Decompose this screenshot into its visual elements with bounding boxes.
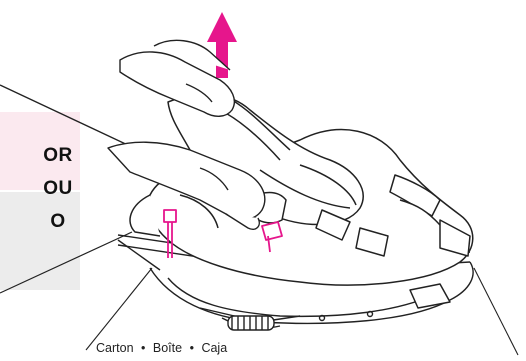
caption-caja: Caja: [201, 341, 227, 355]
carton-edge-left: [86, 268, 152, 350]
or-label-es: O: [36, 211, 80, 233]
or-label-fr: OU: [36, 178, 80, 200]
up-arrow-icon: [207, 12, 237, 78]
or-label-en: OR: [36, 145, 80, 167]
caption-boite: Boîte: [153, 341, 182, 355]
carton-edge-right: [474, 268, 518, 355]
caption-separator-2: •: [190, 341, 194, 355]
infant-seat-body: [130, 94, 473, 308]
caption-separator-1: •: [141, 341, 145, 355]
carton-caption: Carton • Boîte • Caja: [96, 341, 227, 355]
caption-carton: Carton: [96, 341, 134, 355]
box-edge-line-left-bottom: [0, 232, 132, 293]
